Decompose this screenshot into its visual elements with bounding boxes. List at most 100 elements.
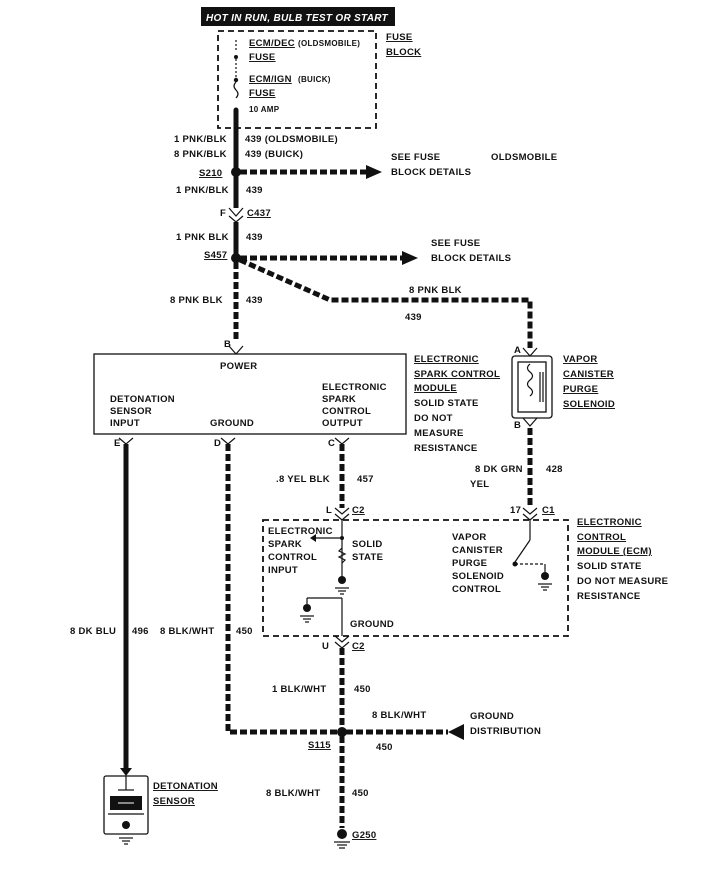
ecm-dec-fuse-label-2: FUSE: [249, 52, 276, 63]
vapor-pin-a: A: [514, 345, 521, 356]
ground-g250-label: G250: [352, 830, 376, 841]
circuit-label-1b: 439 (BUICK): [245, 149, 303, 160]
wire-label-1a: 1 PNK/BLK: [174, 134, 227, 145]
ecm-esc-in-2: SPARK: [268, 539, 302, 550]
ecm-note-1: SOLID STATE: [577, 561, 642, 572]
circuit-label-3: 439: [246, 232, 263, 243]
esc-c-pin: C: [328, 438, 335, 449]
coil-icon: [526, 363, 534, 397]
c437-label: C437: [247, 208, 271, 219]
splice-s457-label: S457: [204, 250, 227, 261]
esc-out-2: SPARK: [322, 394, 356, 405]
wire-label-4: 8 PNK BLK: [170, 295, 223, 306]
ecm-vcp-3: PURGE: [452, 558, 487, 569]
header-text: HOT IN RUN, BULB TEST OR START: [206, 13, 389, 24]
ground-dist-1: GROUND: [470, 711, 514, 722]
esc-out-4: OUTPUT: [322, 418, 363, 429]
circuit-label-8: 496: [132, 626, 149, 637]
esc-note-1: SOLID STATE: [414, 398, 479, 409]
splice-s115-label: S115: [308, 740, 331, 751]
esc-name-3: MODULE: [414, 383, 457, 394]
esc-det-2: SENSOR: [110, 406, 152, 417]
wire-label-9: 8 BLK/WHT: [160, 626, 214, 637]
ecm-ign-fuse-label: ECM/IGN: [249, 74, 292, 85]
ecm-name-1: ELECTRONIC: [577, 517, 642, 528]
fuse-details-a-2: BLOCK DETAILS: [391, 167, 471, 178]
vapor-canister-solenoid: A B: [511, 345, 553, 431]
vapor-label-2: CANISTER: [563, 369, 614, 380]
esc-name-1: ELECTRONIC: [414, 354, 479, 365]
resistor-icon: [337, 547, 347, 564]
wire-label-10: 1 BLK/WHT: [272, 684, 326, 695]
circuit-label-9: 450: [236, 626, 253, 637]
fuse-details-b-2: BLOCK DETAILS: [431, 253, 511, 264]
esc-note-3: MEASURE: [414, 428, 464, 439]
wire-label-7b: YEL: [470, 479, 489, 490]
splice-s210: [231, 167, 241, 177]
circuit-label-5: 439: [405, 312, 422, 323]
ground-g250: [337, 829, 347, 839]
ecm-ign-fuse-label-2: FUSE: [249, 88, 276, 99]
header-banner: HOT IN RUN, BULB TEST OR START: [201, 7, 395, 26]
vapor-pin-b: B: [514, 420, 521, 431]
fuse-details-a-1: SEE FUSE: [391, 152, 440, 163]
esc-out-1: ELECTRONIC: [322, 382, 387, 393]
fuse-block: FUSE BLOCK ECM/DEC (OLDSMOBILE) FUSE ECM…: [217, 30, 421, 129]
vapor-label-1: VAPOR: [563, 354, 598, 365]
c2-pin-l: L: [326, 505, 332, 516]
ecm-name-3: MODULE (ECM): [577, 546, 652, 557]
wire-label-11: 8 BLK/WHT: [372, 710, 426, 721]
esc-power: POWER: [220, 361, 257, 372]
ecm-name-2: CONTROL: [577, 532, 626, 543]
ecm-vcp-5: CONTROL: [452, 584, 501, 595]
vapor-label-4: SOLENOID: [563, 399, 615, 410]
ecm-ground: GROUND: [350, 619, 394, 630]
esc-module: POWER DETONATION SENSOR INPUT GROUND ELE…: [93, 353, 407, 435]
arrow-right-icon: [366, 165, 382, 179]
c437-pin: F: [220, 208, 226, 219]
c2-pin-u: U: [322, 641, 329, 652]
wire-label-1b: 8 PNK/BLK: [174, 149, 227, 160]
ecm-esc-in-3: CONTROL: [268, 552, 317, 563]
ecm-ign-note: (BUICK): [298, 75, 331, 84]
c1-label: C1: [542, 505, 555, 516]
fuse-block-label-2: BLOCK: [386, 47, 421, 58]
arrow-left-icon: [448, 724, 464, 740]
ecm-note-2: DO NOT MEASURE: [577, 576, 668, 587]
c1-pin: 17: [510, 505, 521, 516]
ecm-dec-note: (OLDSMOBILE): [298, 39, 360, 48]
vapor-label-3: PURGE: [563, 384, 598, 395]
circuit-label-6: 457: [357, 474, 374, 485]
circuit-label-11: 450: [376, 742, 393, 753]
esc-top-pin: B: [224, 339, 231, 350]
c2-label-bot: C2: [352, 641, 365, 652]
circuit-label-12: 450: [352, 788, 369, 799]
detonation-sensor: [103, 775, 149, 845]
splice-s457: [231, 253, 241, 263]
ecm-vcp-2: CANISTER: [452, 545, 503, 556]
wire-label-12: 8 BLK/WHT: [266, 788, 320, 799]
wire-label-7a: 8 DK GRN: [475, 464, 523, 475]
ground-dist-2: DISTRIBUTION: [470, 726, 541, 737]
fuse-details-a-note: OLDSMOBILE: [491, 152, 557, 163]
wire-label-6: .8 YEL BLK: [276, 474, 330, 485]
ecm-solid-1: SOLID: [352, 539, 383, 550]
fuse-details-b-1: SEE FUSE: [431, 238, 480, 249]
esc-d-pin: D: [214, 438, 221, 449]
esc-out-3: CONTROL: [322, 406, 371, 417]
ecm-esc-in-4: INPUT: [268, 565, 298, 576]
wire-label-3: 1 PNK BLK: [176, 232, 229, 243]
wire-label-2: 1 PNK/BLK: [176, 185, 229, 196]
c2-label-top: C2: [352, 505, 365, 516]
esc-note-2: DO NOT: [414, 413, 453, 424]
det-sensor-label-1: DETONATION: [153, 781, 218, 792]
fuse-block-label-1: FUSE: [386, 32, 413, 43]
esc-name-2: SPARK CONTROL: [414, 369, 500, 380]
ecm-vcp-1: VAPOR: [452, 532, 487, 543]
ecm-module: ELECTRONIC SPARK CONTROL INPUT SOLID STA…: [262, 519, 569, 637]
wire-label-8: 8 DK BLU: [70, 626, 116, 637]
esc-det-3: INPUT: [110, 418, 140, 429]
det-sensor-label-2: SENSOR: [153, 796, 195, 807]
esc-ground: GROUND: [210, 418, 254, 429]
